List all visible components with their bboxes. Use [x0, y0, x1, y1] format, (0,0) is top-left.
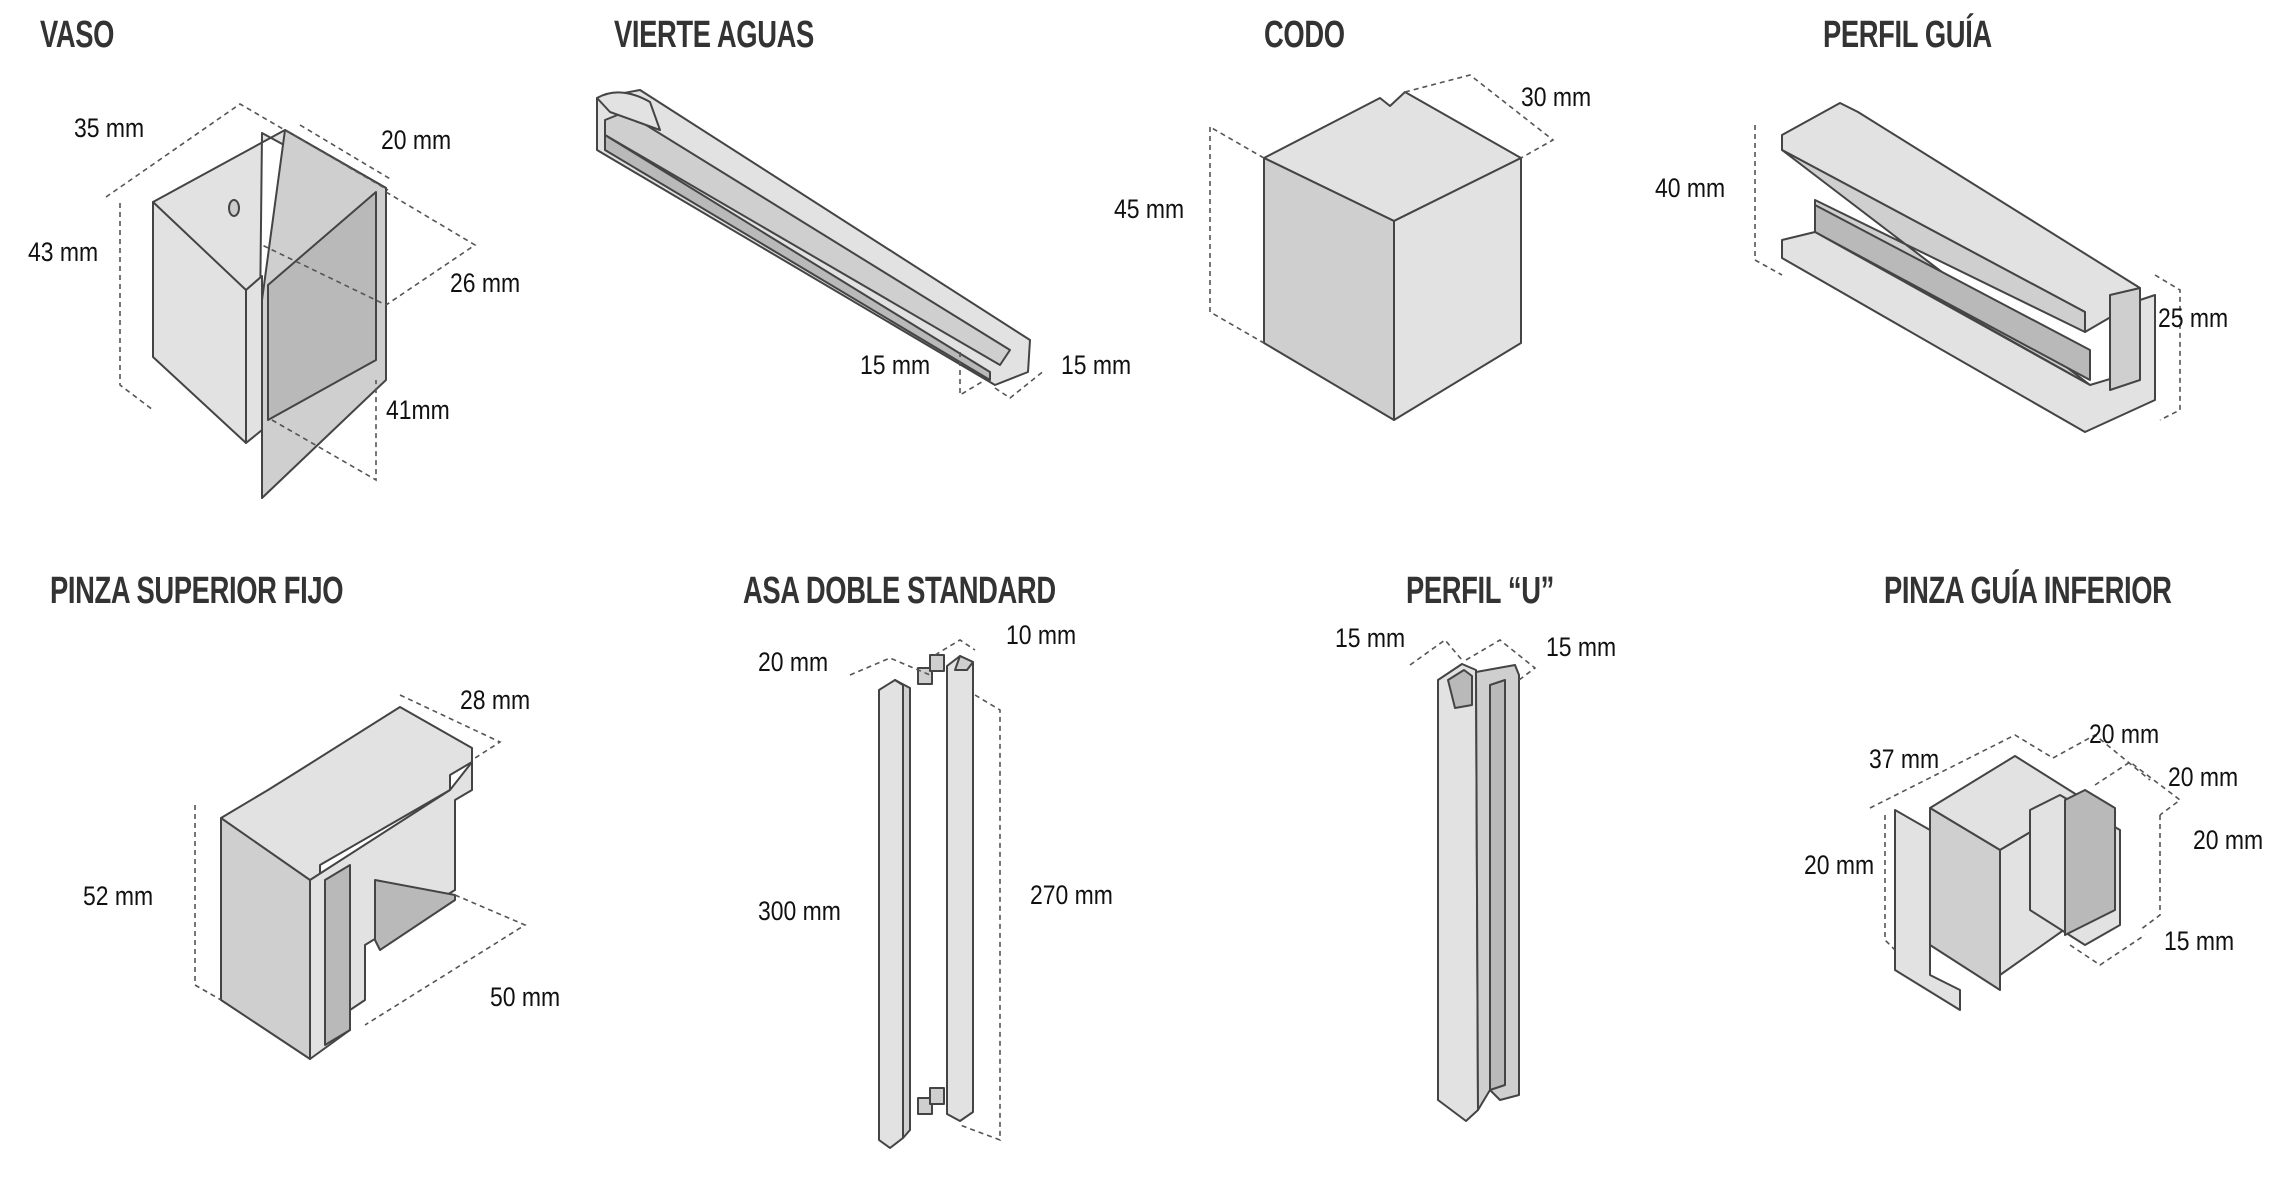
dimension-label: 30 mm — [1521, 82, 1592, 112]
dimension-label: 41mm — [386, 395, 450, 425]
dimension-label: 20 mm — [2168, 762, 2239, 792]
dimension-label: 20 mm — [758, 647, 829, 677]
vaso-drawing — [105, 103, 477, 499]
dimension-label: 50 mm — [490, 982, 561, 1012]
dimension-label: 300 mm — [758, 896, 841, 926]
dimension-label: 52 mm — [83, 881, 154, 911]
vierte-aguas-drawing — [596, 89, 1046, 399]
title-vaso: VASO — [40, 14, 115, 56]
dimension-label: 15 mm — [1546, 632, 1617, 662]
perfil-u-drawing — [1409, 638, 1537, 1122]
dimension-label: 20 mm — [2089, 719, 2160, 749]
dimension-label: 37 mm — [1869, 744, 1940, 774]
dimension-label: 20 mm — [381, 125, 452, 155]
dimension-label: 35 mm — [74, 113, 145, 143]
dimension-label: 28 mm — [460, 685, 531, 715]
title-codo: CODO — [1264, 14, 1345, 56]
title-asa-doble-standard: ASA DOBLE STANDARD — [743, 570, 1056, 612]
dimension-label: 40 mm — [1655, 173, 1726, 203]
dimension-label: 43 mm — [28, 237, 99, 267]
asa-doble-standard-drawing — [849, 639, 1001, 1149]
dimension-label: 15 mm — [1335, 623, 1406, 653]
title-pinza-superior-fijo: PINZA SUPERIOR FIJO — [50, 570, 344, 612]
title-vierte-aguas: VIERTE AGUAS — [614, 14, 814, 56]
dimension-label: 45 mm — [1114, 194, 1185, 224]
dimension-label: 26 mm — [450, 268, 521, 298]
dimension-label: 25 mm — [2158, 303, 2229, 333]
dimension-label: 20 mm — [2193, 825, 2264, 855]
dimension-label: 15 mm — [2164, 926, 2235, 956]
title-perfil-guia: PERFIL GUÍA — [1823, 14, 1992, 56]
codo-drawing — [1209, 74, 1555, 421]
dimension-label: 270 mm — [1030, 880, 1113, 910]
dimension-label: 15 mm — [1061, 350, 1132, 380]
dimension-label: 10 mm — [1006, 620, 1077, 650]
title-pinza-guia-inferior: PINZA GUÍA INFERIOR — [1884, 570, 2172, 612]
pinza-guia-inferior-drawing — [1869, 734, 2182, 1011]
perfil-guia-drawing — [1754, 102, 2181, 433]
title-perfil-u: PERFIL “U” — [1406, 570, 1554, 612]
dimension-label: 15 mm — [860, 350, 931, 380]
pinza-superior-fijo-drawing — [194, 694, 527, 1060]
dimension-label: 20 mm — [1804, 850, 1875, 880]
